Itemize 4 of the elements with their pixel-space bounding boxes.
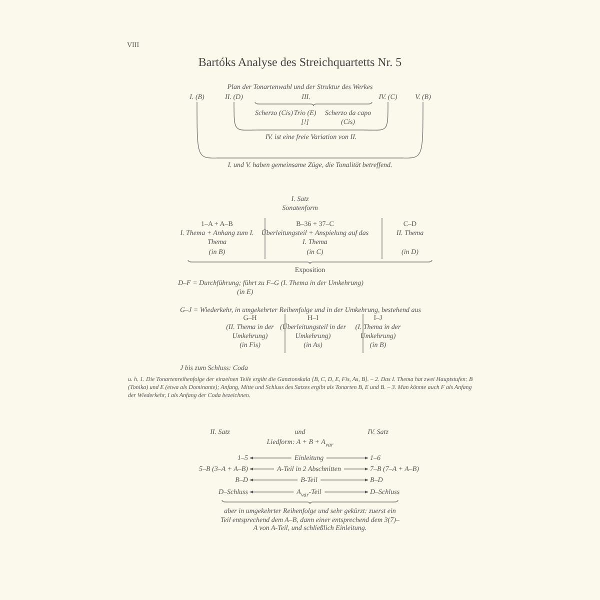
arrow [250,478,368,482]
connector-arc [196,102,424,158]
title: Bartóks Analyse des Streichquartetts Nr. 5 [197,55,403,69]
connector-arc [234,102,388,130]
